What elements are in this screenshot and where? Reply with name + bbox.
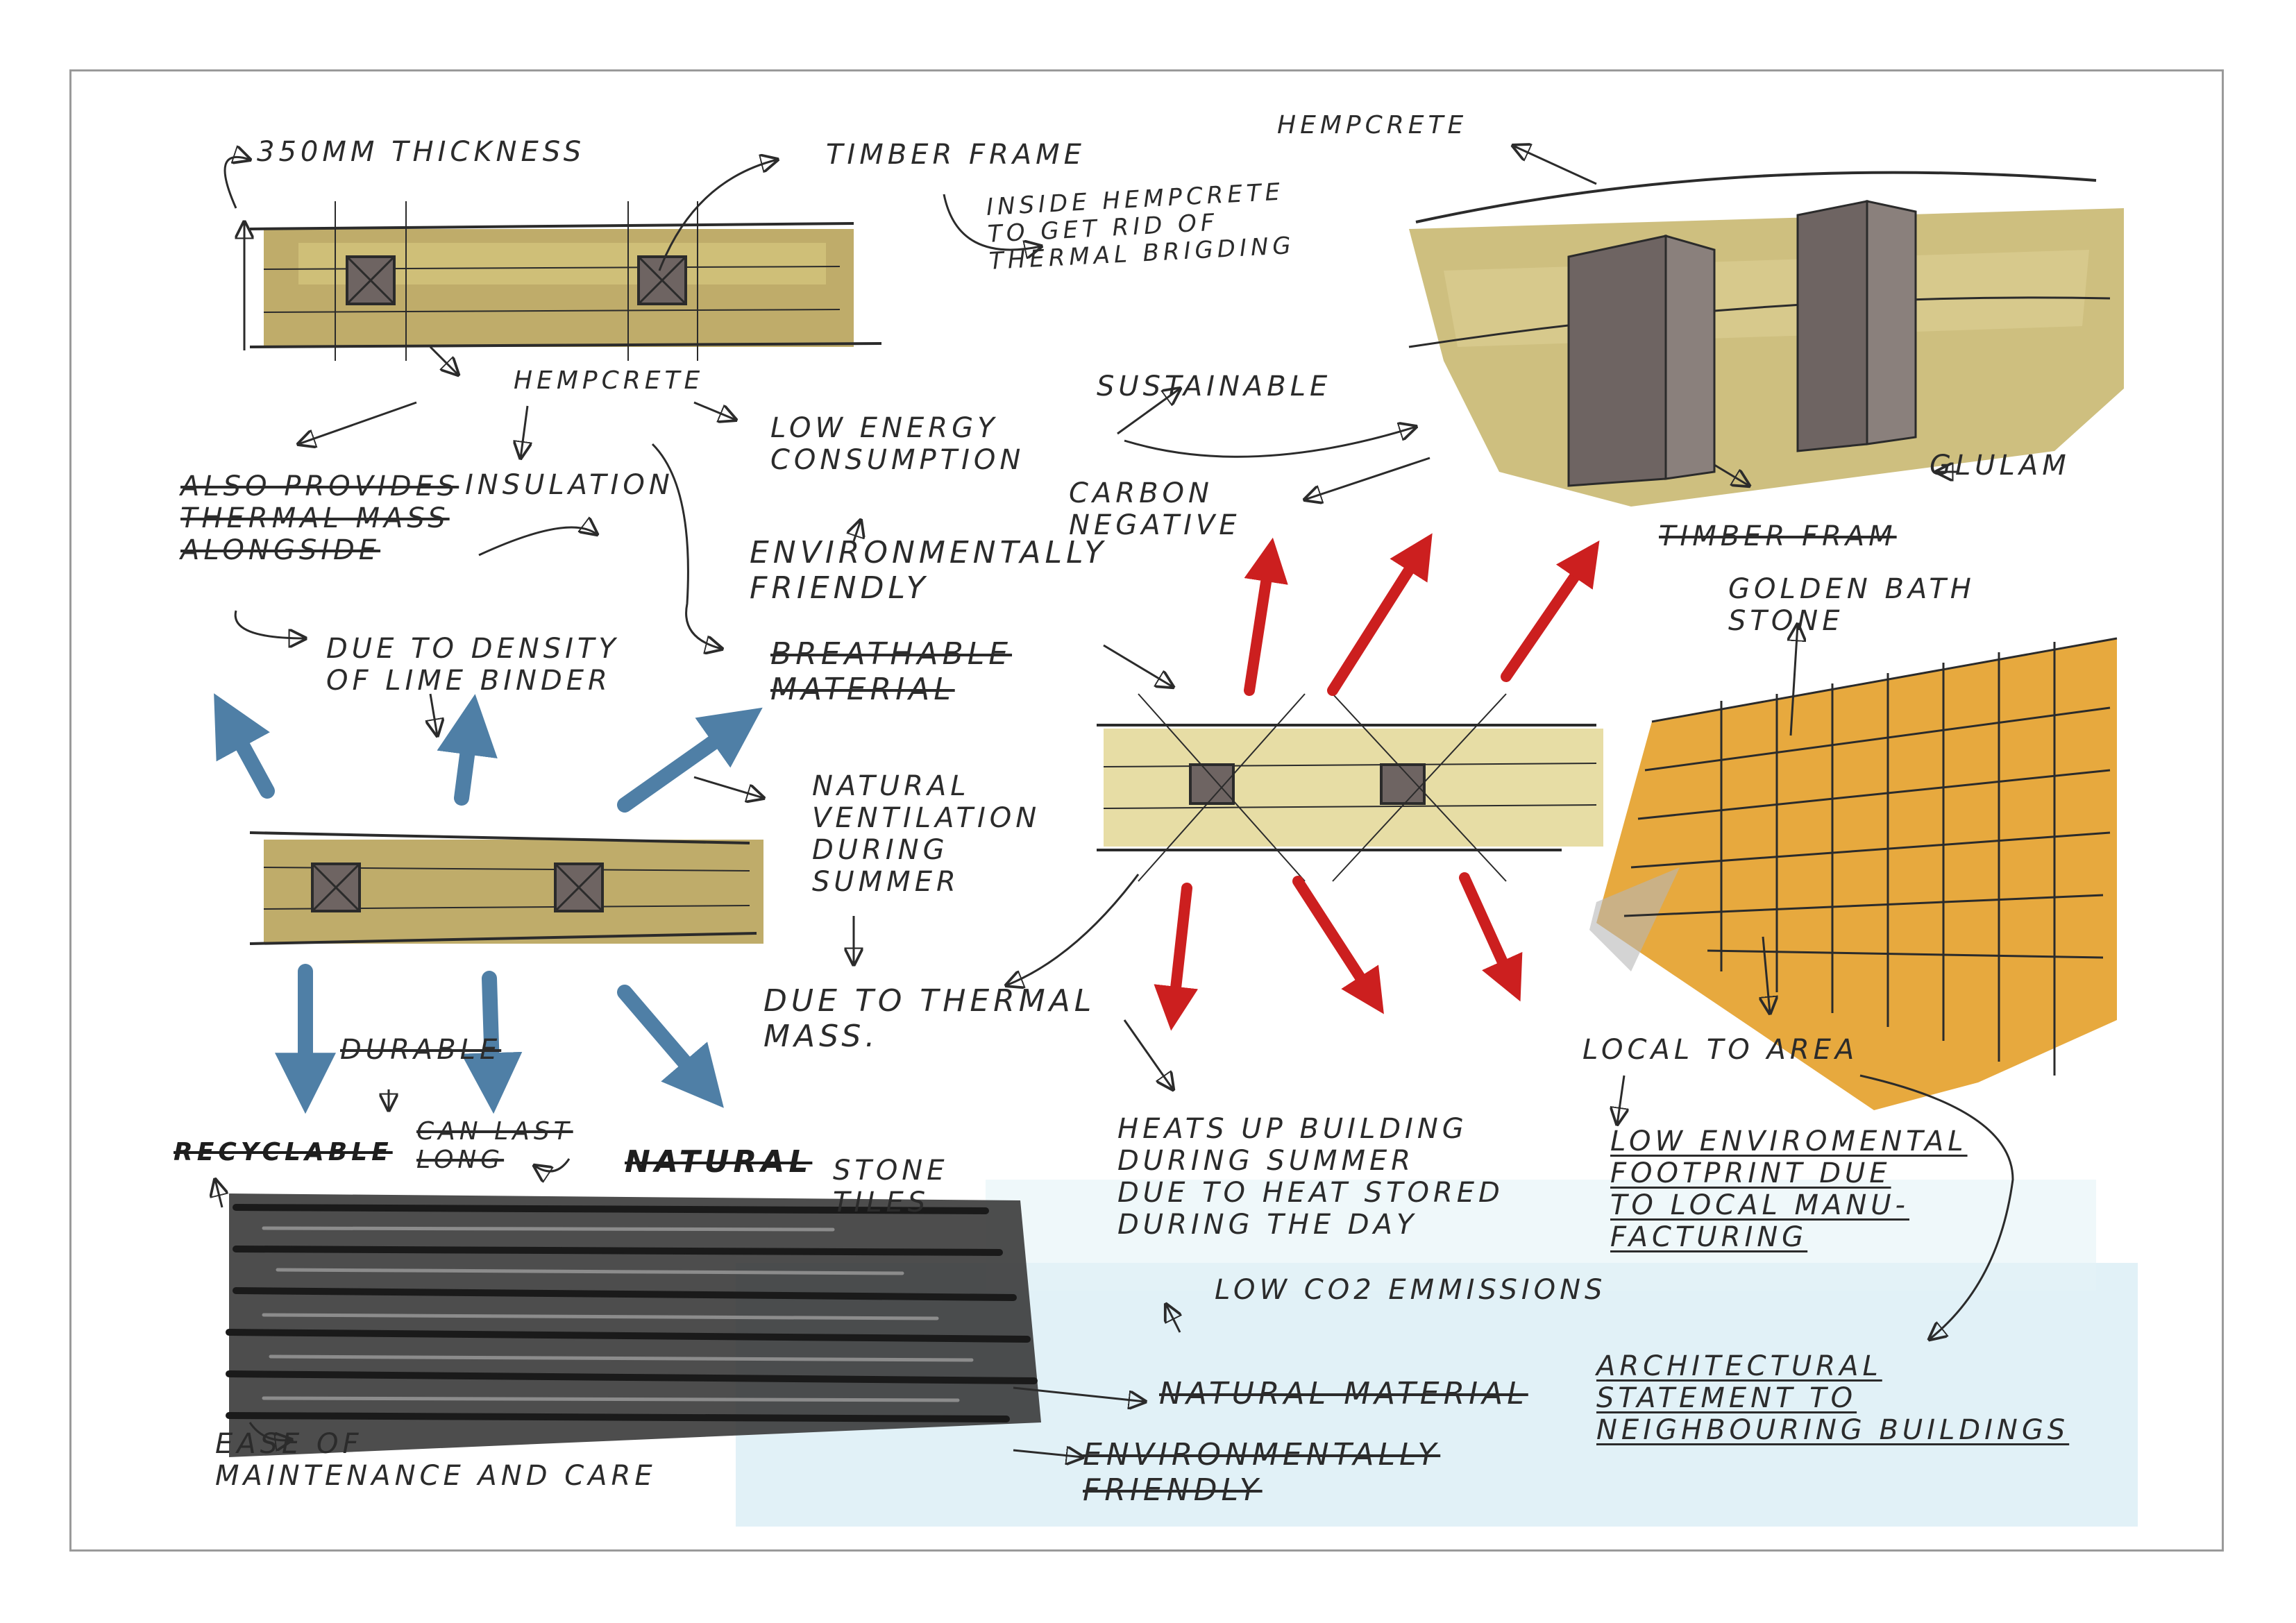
- label-architectural-statement: architectural statement to neighbouring …: [1596, 1350, 2070, 1446]
- label-local-to-area: local to area: [1582, 1034, 1859, 1066]
- label-glulam: glulam: [1930, 450, 2070, 482]
- label-environmentally-friendly-bottom: environmentally friendly: [1083, 1437, 1441, 1508]
- label-low-env-footprint: low enviromental footprint due to local …: [1610, 1125, 1968, 1253]
- label-environmentally-friendly: environmentally friendly: [750, 535, 1108, 606]
- label-natural-ventilation: natural ventilation during summer: [812, 770, 1041, 898]
- label-carbon-negative: carbon negative: [1069, 477, 1241, 541]
- label-thickness: 350mm thickness: [257, 136, 586, 168]
- label-hempcrete-main: hempcrete: [514, 366, 704, 395]
- label-due-to-density: due to density of lime binder: [326, 633, 620, 697]
- warm-arrows: [1154, 533, 1600, 1031]
- label-stone-tiles: stone tiles: [833, 1155, 949, 1218]
- label-also-provides: also provides thermal mass alongside: [180, 470, 459, 566]
- label-recyclable: recyclable: [174, 1138, 393, 1166]
- wall-section-middle-left: [249, 831, 763, 945]
- wall-section-center: [1097, 693, 1603, 882]
- hempcrete-perspective-top-right: [1408, 171, 2124, 507]
- label-low-co2: low co2 emmissions: [1215, 1274, 1607, 1306]
- label-timber-frame-top: timber frame: [826, 139, 1086, 171]
- golden-bath-stone-tiles: [1589, 637, 2118, 1110]
- annotation-arrows: [215, 146, 2014, 1457]
- label-heats-up: heats up building during summer due to h…: [1117, 1113, 1504, 1241]
- label-due-to-thermal-mass: due to thermal mass.: [763, 983, 1096, 1054]
- label-sustainable: sustainable: [1097, 371, 1332, 402]
- label-natural-material: natural material: [1159, 1376, 1528, 1411]
- label-can-last-long: can last long: [416, 1117, 573, 1175]
- label-timber-fram: timber fram: [1659, 520, 1897, 552]
- label-ease-of-maintenance: ease of maintenance and care: [215, 1428, 657, 1492]
- label-breathable: breathable material: [770, 636, 1013, 707]
- label-insulation: insulation: [465, 469, 674, 501]
- natural-stone-slabs: [226, 1193, 1041, 1457]
- label-golden-bath-stone: golden bath stone: [1728, 573, 1975, 637]
- label-low-energy: low energy consumption: [770, 412, 1025, 476]
- label-inside-hempcrete: inside hempcrete to get rid of thermal b…: [985, 178, 1296, 276]
- label-hempcrete-top: hempcrete: [1277, 111, 1468, 139]
- wall-section-top-left: [244, 201, 882, 361]
- label-natural-stone: natural: [625, 1144, 813, 1180]
- label-durable: durable: [340, 1034, 502, 1066]
- cool-arrows: [214, 693, 763, 1114]
